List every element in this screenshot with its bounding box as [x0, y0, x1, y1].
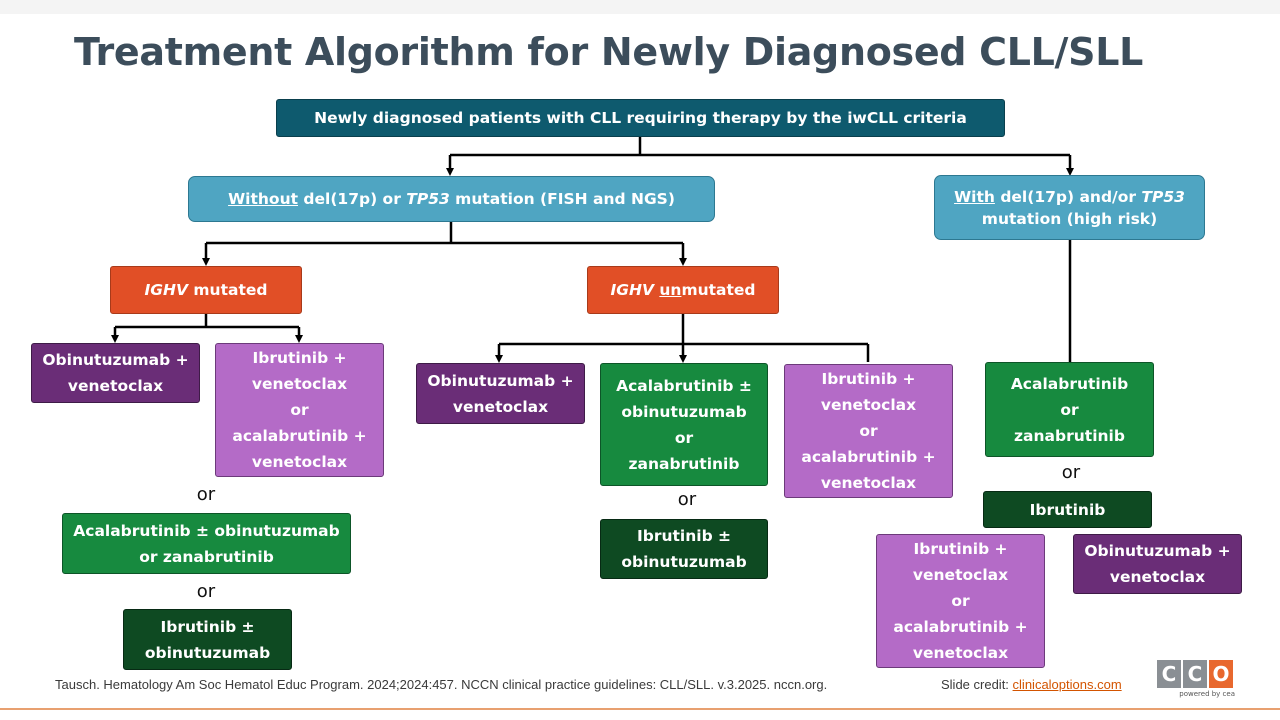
root-box: Newly diagnosed patients with CLL requir…: [276, 99, 1005, 137]
high-risk-ibrutinib-venetoclax-box: Ibrutinib + venetoclax or acalabrutinib …: [876, 534, 1045, 668]
or-separator: or: [677, 489, 697, 510]
logo-tagline: powered by cea: [1179, 690, 1235, 698]
branch-without-post: mutation (FISH and NGS): [449, 190, 675, 208]
top-bar: [0, 0, 1280, 14]
logo-letter: C: [1157, 660, 1181, 688]
option-line: or: [859, 422, 878, 440]
option-line: obinutuzumab: [144, 643, 271, 662]
cco-logo-letters: C C O: [1157, 660, 1235, 688]
option-line: Acalabrutinib ±: [616, 376, 752, 395]
option-line: or: [1060, 400, 1079, 419]
option-line: obinutuzumab: [621, 402, 747, 421]
unmutated-ibrutinib-venetoclax-box: Ibrutinib + venetoclax or acalabrutinib …: [784, 364, 953, 498]
option-line: venetoclax: [452, 397, 549, 416]
ighv-mutated-label: IGHV mutated: [145, 277, 268, 303]
option-line: Ibrutinib: [1029, 500, 1106, 519]
or-separator: or: [1061, 462, 1081, 483]
bottom-accent-line: [0, 708, 1280, 710]
option-line: Ibrutinib +: [913, 540, 1008, 558]
option-line: Obinutuzumab +: [427, 371, 574, 390]
slide-credit: Slide credit: clinicaloptions.com: [941, 677, 1122, 692]
mutated-ibrutinib-obinutuzumab-box: Ibrutinib ± obinutuzumab: [123, 609, 292, 670]
option-line: obinutuzumab: [621, 553, 747, 571]
option-line: or: [290, 401, 309, 419]
logo-letter: C: [1183, 660, 1207, 688]
or-separator: or: [196, 581, 216, 602]
option-line: or zanabrutinib: [139, 547, 274, 566]
unmutated-ibrutinib-obinutuzumab-box: Ibrutinib ± obinutuzumab: [600, 519, 768, 579]
option-line: Ibrutinib +: [252, 349, 347, 367]
branch-with-del17p-box: With del(17p) and/or TP53 mutation (high…: [934, 175, 1205, 240]
unmutated-acalabrutinib-box: Acalabrutinib ± obinutuzumab or zanabrut…: [600, 363, 768, 486]
mutated-acalabrutinib-box: Acalabrutinib ± obinutuzumab or zanabrut…: [62, 513, 351, 574]
mutated-obinutuzumab-venetoclax-box: Obinutuzumab + venetoclax: [31, 343, 200, 403]
root-label: Newly diagnosed patients with CLL requir…: [314, 109, 967, 127]
option-line: Acalabrutinib: [1010, 374, 1129, 393]
option-line: acalabrutinib +: [232, 427, 367, 445]
ighv-mutated-text: mutated: [188, 281, 268, 299]
branch-without-gene: TP53: [406, 190, 450, 208]
option-line: venetoclax: [67, 377, 164, 395]
high-risk-acalabrutinib-box: Acalabrutinib or zanabrutinib: [985, 362, 1154, 457]
option-line: venetoclax: [251, 453, 348, 471]
unmutated-obinutuzumab-venetoclax-box: Obinutuzumab + venetoclax: [416, 363, 585, 424]
branch-with-pre: del(17p) and/or: [994, 187, 1142, 206]
branch-without-underlined: Without: [228, 190, 299, 208]
option-line: zanabrutinib: [628, 454, 740, 473]
high-risk-obinutuzumab-venetoclax-box: Obinutuzumab + venetoclax: [1073, 534, 1242, 594]
ighv-unmutated-box: IGHV unmutated: [587, 266, 779, 314]
cco-logo: C C O powered by cea: [1157, 660, 1235, 704]
ighv-mutated-box: IGHV mutated: [110, 266, 302, 314]
option-line: Ibrutinib ±: [636, 527, 732, 545]
option-line: Ibrutinib ±: [160, 617, 255, 636]
option-line: acalabrutinib +: [893, 618, 1028, 636]
ighv-unmutated-gene: IGHV: [610, 281, 654, 299]
footer-reference: Tausch. Hematology Am Soc Hematol Educ P…: [55, 677, 828, 692]
option-line: Ibrutinib +: [821, 370, 916, 388]
branch-with-underlined: With: [954, 187, 995, 206]
option-line: venetoclax: [912, 566, 1009, 584]
ighv-unmutated-rest: mutated: [681, 281, 756, 299]
logo-letter: O: [1209, 660, 1233, 688]
branch-without-label: Without del(17p) or TP53 mutation (FISH …: [228, 186, 675, 212]
high-risk-ibrutinib-box: Ibrutinib: [983, 491, 1152, 528]
ighv-mutated-gene: IGHV: [144, 281, 188, 299]
option-line: venetoclax: [251, 375, 348, 393]
option-line: venetoclax: [820, 396, 917, 414]
or-separator: or: [196, 484, 216, 505]
option-line: venetoclax: [912, 644, 1009, 662]
option-line: acalabrutinib +: [801, 448, 936, 466]
option-line: zanabrutinib: [1014, 426, 1125, 445]
option-line: Obinutuzumab +: [42, 351, 189, 369]
option-line: Acalabrutinib ± obinutuzumab: [73, 521, 340, 540]
branch-with-line2: mutation (high risk): [981, 209, 1158, 228]
option-line: venetoclax: [820, 474, 917, 492]
branch-with-gene: TP53: [1141, 187, 1185, 206]
branch-without-del17p-box: Without del(17p) or TP53 mutation (FISH …: [188, 176, 715, 222]
branch-with-line1: With del(17p) and/or TP53: [954, 186, 1185, 208]
clinicaloptions-link[interactable]: clinicaloptions.com: [1012, 677, 1122, 692]
ighv-unmutated-label: IGHV unmutated: [610, 277, 755, 303]
branch-without-pre: del(17p) or: [298, 190, 407, 208]
page-title: Treatment Algorithm for Newly Diagnosed …: [74, 30, 1144, 74]
option-line: venetoclax: [1109, 568, 1206, 586]
ighv-unmutated-un: un: [659, 281, 682, 299]
option-line: or: [674, 428, 694, 447]
slide-credit-label: Slide credit:: [941, 677, 1013, 692]
option-line: Obinutuzumab +: [1084, 542, 1231, 560]
mutated-ibrutinib-venetoclax-box: Ibrutinib + venetoclax or acalabrutinib …: [215, 343, 384, 477]
option-line: or: [951, 592, 970, 610]
